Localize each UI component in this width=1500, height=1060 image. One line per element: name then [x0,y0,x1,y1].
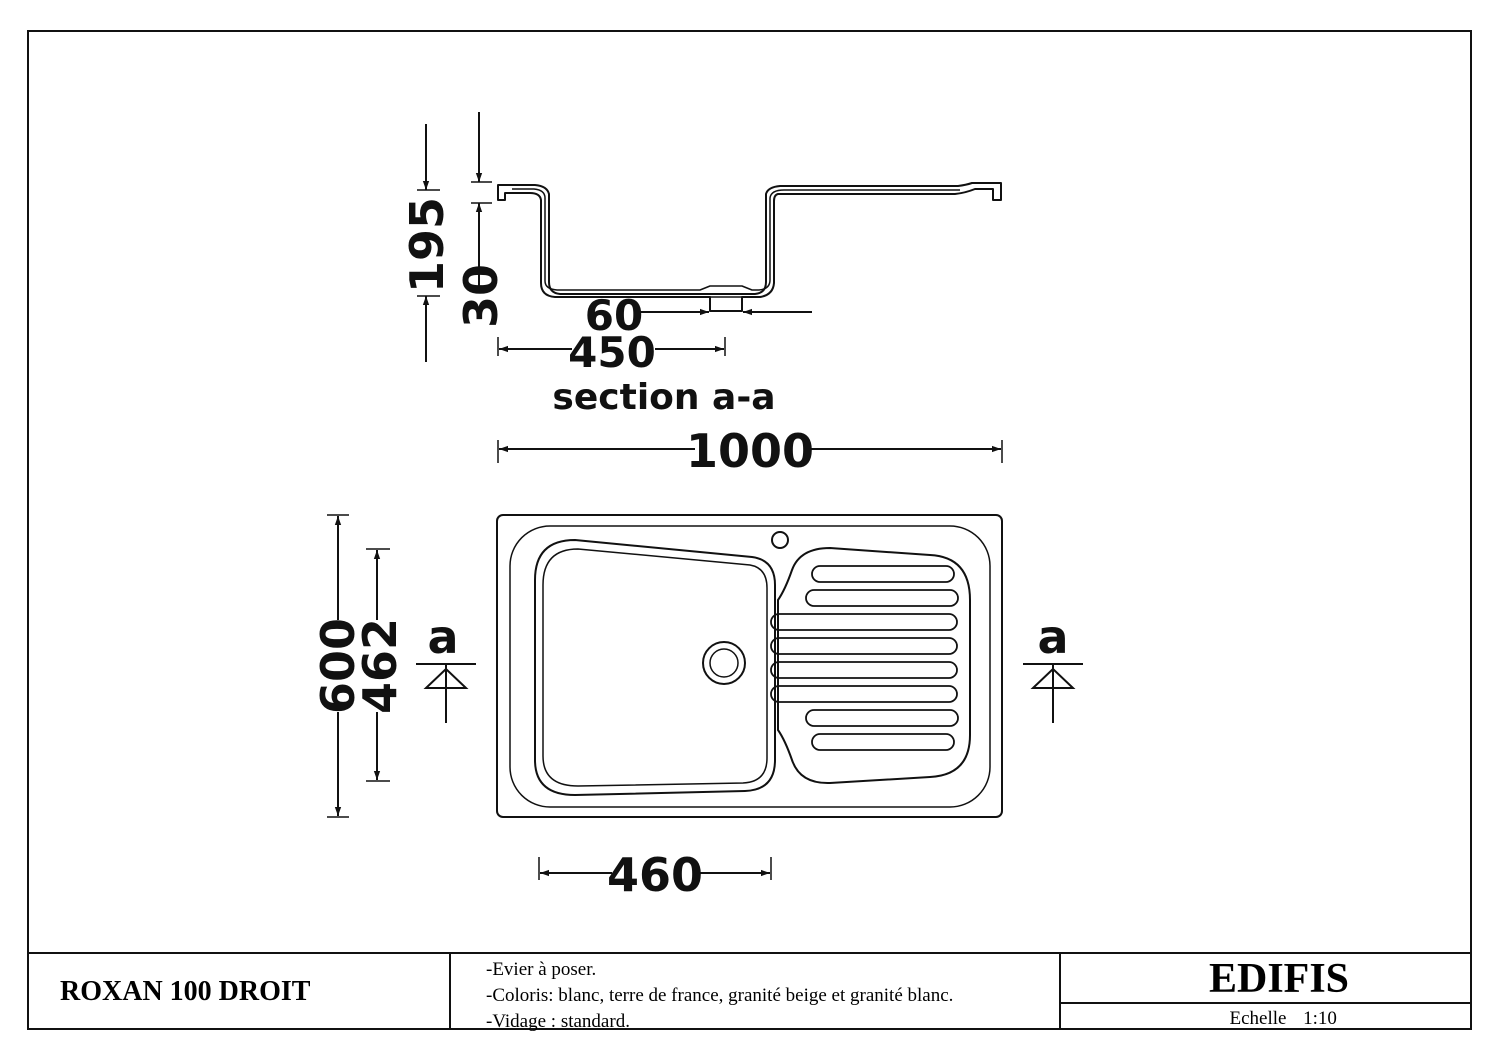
dim-460-label: 460 [607,848,703,902]
drainer-grooves [770,565,959,751]
drawing-frame [27,30,1472,1030]
dim-1000-label: 1000 [686,424,814,478]
drainer-groove [805,589,959,607]
drainer-groove [811,733,955,751]
section-caption: section a-a [552,377,775,418]
drainer-groove [805,709,959,727]
dim-462 [366,548,390,782]
title-block [28,952,1471,1029]
dim-600-label: 600 [311,618,365,714]
dim-450 [497,337,726,356]
bowl-outline-outer [534,538,776,797]
dim-600 [327,514,349,818]
product-name: ROXAN 100 DROIT [60,976,311,1007]
drainer-groove [811,565,955,583]
section-marker-left-label: a [427,610,458,664]
dim-1000 [497,440,1003,463]
tap-hole [771,531,789,549]
dim-462-label: 462 [353,618,407,714]
section-view [497,182,1002,312]
drainer-groove [770,613,958,631]
drainer-groove [770,685,958,703]
dim-60-label: 60 [585,291,643,340]
drain-inner [709,648,739,678]
dim-30-label: 30 [454,264,508,328]
bowl-outline-inner [542,548,768,787]
scale-value: 1:10 [1303,1008,1337,1029]
section-marker-left [416,663,476,723]
drainer-groove [770,661,958,679]
section-marker-right-label: a [1037,610,1068,664]
drainer-outline [777,546,971,785]
note-line-3: -Vidage : standard. [486,1011,630,1032]
section-marker-right [1023,663,1083,723]
section-profile-inner [512,188,960,291]
scale-label: Echelle [1230,1008,1287,1029]
dim-195 [417,124,440,362]
note-line-1: -Evier à poser. [486,959,596,980]
drainer-groove [770,637,958,655]
dim-460 [538,857,772,880]
note-line-2: -Coloris: blanc, terre de france, granit… [486,985,953,1006]
plan-view [496,514,1003,818]
dim-195-label: 195 [400,197,454,293]
sink-inner-rim [509,525,991,808]
brand-logo: EDIFIS [1209,956,1349,1002]
dim-30 [471,112,492,290]
dim-450-label: 450 [568,328,656,377]
sink-outer-rim [496,514,1003,818]
drain-outer [702,641,746,685]
section-profile-outer [497,182,1002,312]
